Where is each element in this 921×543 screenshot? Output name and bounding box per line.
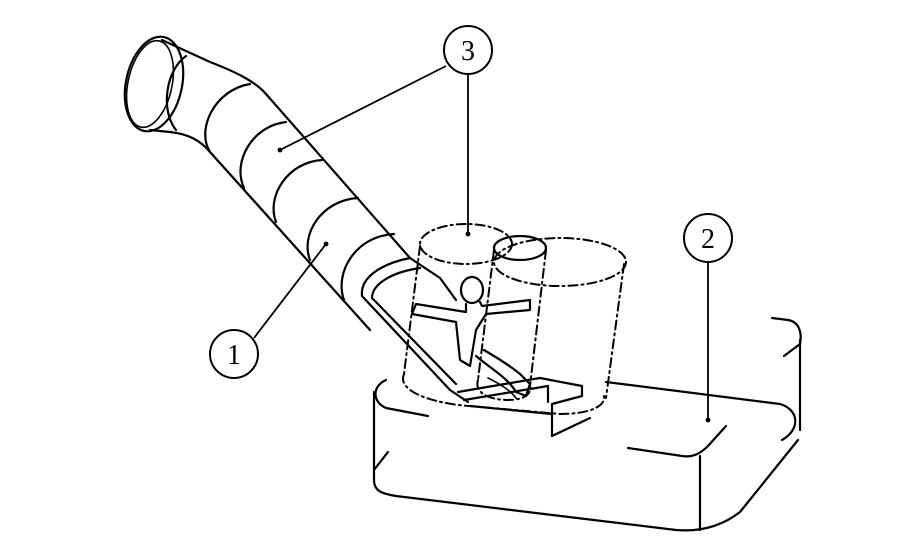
slide-tube — [123, 35, 470, 404]
callout-2: 2 — [683, 213, 733, 423]
callout-2-circle — [683, 213, 733, 263]
callout-1-label: 1 — [227, 340, 241, 371]
callout-3-label: 3 — [461, 36, 475, 67]
callout-1-circle — [209, 329, 259, 379]
pool-basin — [372, 316, 802, 532]
slide-platform — [456, 376, 592, 438]
callout-3-circle — [443, 25, 493, 75]
callout-2-label: 2 — [701, 224, 715, 255]
rider-figure — [410, 275, 532, 399]
callout-1: 1 — [209, 241, 329, 379]
callout-3: 3 — [277, 25, 493, 237]
